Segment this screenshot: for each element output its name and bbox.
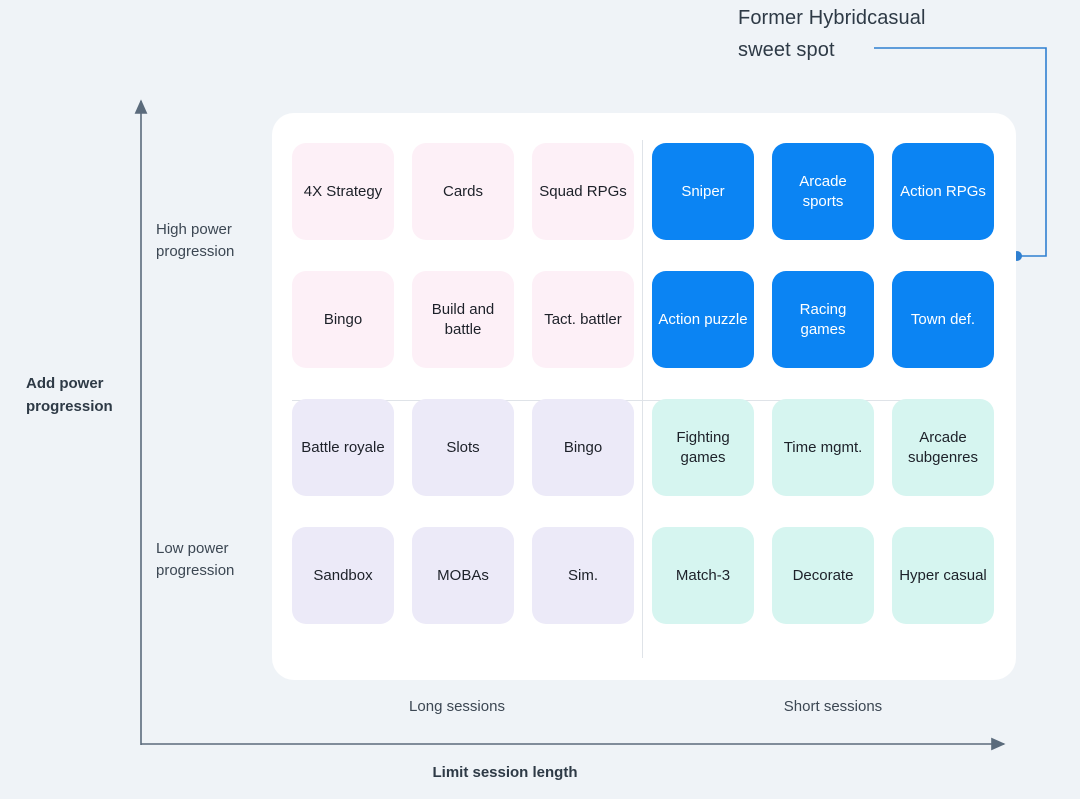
- callout-line-2: sweet spot: [738, 39, 835, 61]
- quadrant-divider-vertical: [642, 140, 643, 658]
- genre-cell[interactable]: Action RPGs: [892, 143, 994, 240]
- x-axis-label-long-sessions: Long sessions: [409, 698, 505, 715]
- genre-cell[interactable]: Match-3: [652, 527, 754, 624]
- y-axis-tick-low: Low power progression: [156, 540, 235, 579]
- x-axis-label-short-sessions: Short sessions: [783, 698, 883, 715]
- y-axis-title: Add power progression: [26, 375, 113, 415]
- genre-cell[interactable]: Sniper: [652, 143, 754, 240]
- callout-label: Former Hybridcasual sweet spot: [738, 2, 1008, 66]
- y-axis-tick-high: High power progression: [156, 221, 235, 260]
- genre-cell[interactable]: Town def.: [892, 271, 994, 368]
- genre-cell[interactable]: Fighting games: [652, 399, 754, 496]
- genre-cell[interactable]: Arcade sports: [772, 143, 874, 240]
- genre-cell[interactable]: Decorate: [772, 527, 874, 624]
- genre-cell[interactable]: Time mgmt.: [772, 399, 874, 496]
- genre-cell[interactable]: Cards: [412, 143, 514, 240]
- quadrant-divider-horizontal: [292, 400, 965, 401]
- x-axis-title: Limit session length: [432, 764, 578, 781]
- genre-cell[interactable]: Slots: [412, 399, 514, 496]
- genre-cell[interactable]: MOBAs: [412, 527, 514, 624]
- genre-cell[interactable]: 4X Strategy: [292, 143, 394, 240]
- genre-cell[interactable]: Sandbox: [292, 527, 394, 624]
- genre-cell[interactable]: Hyper casual: [892, 527, 994, 624]
- genre-cell[interactable]: Action puzzle: [652, 271, 754, 368]
- callout-line-1: Former Hybridcasual: [738, 7, 926, 29]
- genre-cell[interactable]: Battle royale: [292, 399, 394, 496]
- genre-cell[interactable]: Racing games: [772, 271, 874, 368]
- genre-cell[interactable]: Tact. battler: [532, 271, 634, 368]
- genre-cell[interactable]: Arcade subgenres: [892, 399, 994, 496]
- genre-cell[interactable]: Bingo: [292, 271, 394, 368]
- genre-cell[interactable]: Sim.: [532, 527, 634, 624]
- genre-cell[interactable]: Build and battle: [412, 271, 514, 368]
- genre-cell[interactable]: Squad RPGs: [532, 143, 634, 240]
- genre-cell[interactable]: Bingo: [532, 399, 634, 496]
